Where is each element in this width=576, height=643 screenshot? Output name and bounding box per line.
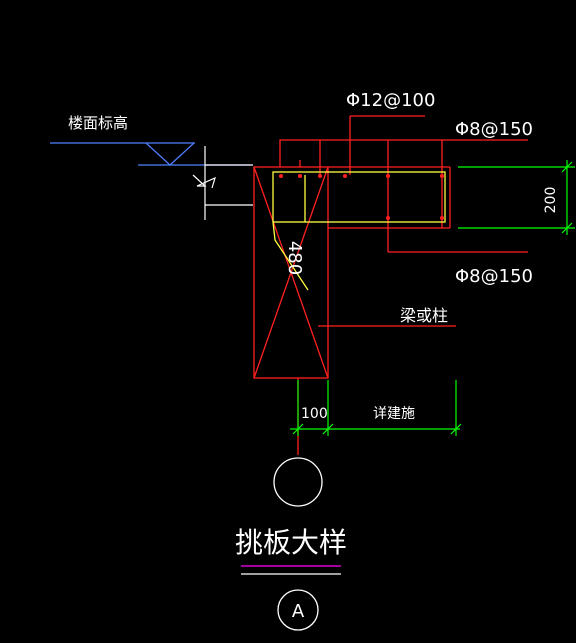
floor-elevation-marker: 楼面标高 (50, 114, 250, 166)
floor-elevation-label: 楼面标高 (68, 114, 128, 132)
detail-title: 挑板大样 (235, 526, 347, 559)
see-architecture-label: 详建施 (373, 406, 415, 422)
beam-or-column-label: 梁或柱 (400, 306, 448, 325)
slab-thickness-dimension (458, 160, 575, 235)
offset-dimension (290, 380, 462, 436)
rebar-cage (272, 171, 446, 291)
rebar-top-label: Φ12@100 (346, 90, 435, 111)
break-line-symbol (192, 146, 253, 220)
slab-thickness-dim: 200 (543, 187, 559, 214)
elevation-triangle-icon (145, 142, 195, 166)
rebar-bottom-label: Φ8@150 (455, 266, 533, 287)
section-mark-circle (277, 589, 319, 631)
rebar-dots (279, 174, 444, 220)
rebar-stirrup-label: Φ8@150 (455, 119, 533, 140)
beam-depth-dim: 480 (284, 241, 305, 275)
offset-dim: 100 (301, 406, 328, 422)
axis-circle (273, 457, 323, 507)
section-mark: A (292, 601, 305, 622)
